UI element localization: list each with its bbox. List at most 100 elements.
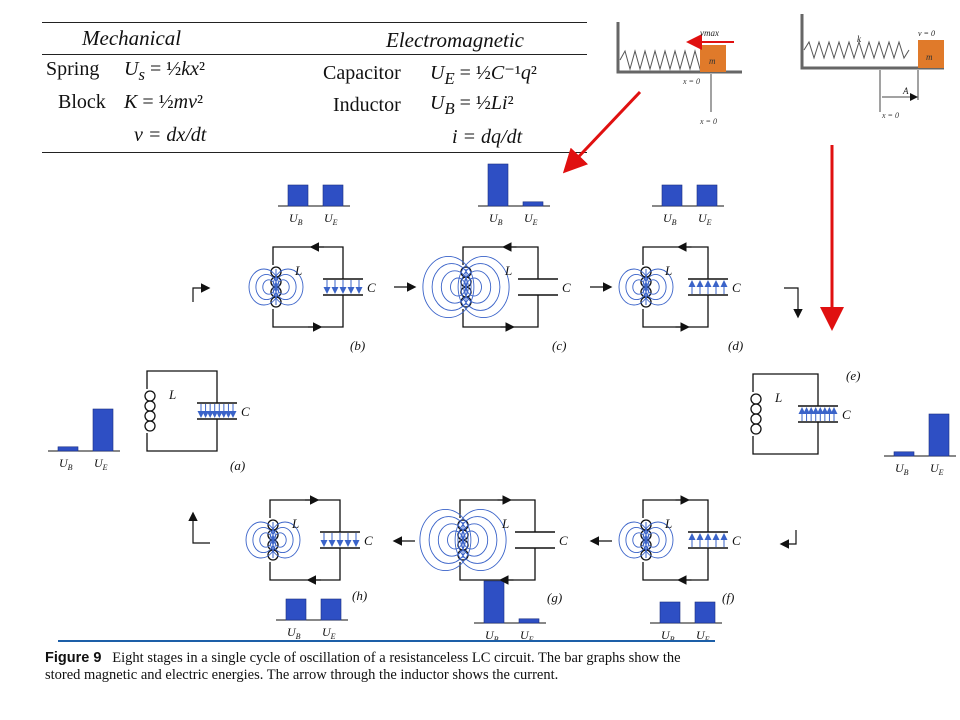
lc-circuits: LC(b)LC(c)LC(d)LC(a)LC(e)LC(h)LC(g)LC(f) bbox=[144, 242, 860, 605]
circuit-c: LC(c) bbox=[422, 242, 571, 353]
electromagnetic-header: Electromagnetic bbox=[386, 28, 525, 52]
bar-ue-g bbox=[518, 618, 540, 624]
red-arrow-left bbox=[562, 90, 642, 174]
inductor-coil-loop-a bbox=[144, 420, 156, 432]
bar-ub-f bbox=[659, 601, 681, 624]
caption-text: Eight stages in a single cycle of oscill… bbox=[45, 650, 681, 683]
circuit-a: LC(a) bbox=[144, 370, 250, 473]
bar-ue-label-h: UE bbox=[322, 625, 336, 641]
row-inductor-formula: UB = ½Li² bbox=[430, 92, 514, 118]
left-x0-label: x = 0 bbox=[682, 77, 700, 86]
amplitude-label: A bbox=[902, 86, 909, 96]
left-x0-label-bottom: x = 0 bbox=[699, 117, 717, 126]
stage-flow-arrows bbox=[188, 282, 803, 549]
row-block-name: Block bbox=[58, 91, 106, 113]
b-field-loop-left-f bbox=[618, 521, 650, 559]
bar-graph-a: UB UE bbox=[48, 408, 120, 472]
bar-ue-label-a: UE bbox=[94, 456, 108, 472]
b-field-loop-right-g bbox=[457, 516, 498, 564]
b-field-loop-left-c bbox=[440, 270, 469, 304]
inductor-label-h: L bbox=[291, 516, 299, 531]
b-field-loop-left-g bbox=[428, 516, 469, 564]
inductor-label-c: L bbox=[504, 263, 512, 278]
b-field-loop-right-h bbox=[271, 526, 294, 554]
bar-ue-c bbox=[522, 201, 544, 207]
circuit-h: LC(h) bbox=[245, 495, 373, 603]
inductor-label-b: L bbox=[294, 263, 302, 278]
inductor-coil-loop-e bbox=[750, 413, 762, 425]
stage-label-f: (f) bbox=[722, 590, 734, 605]
row-capacitor-formula: UE = ½C⁻¹q² bbox=[430, 62, 537, 88]
bar-ub-d bbox=[661, 184, 683, 207]
wire-top-g bbox=[459, 499, 536, 532]
bar-ue-b bbox=[322, 184, 344, 207]
b-field-loop-left-g bbox=[419, 508, 472, 572]
wire-top-e bbox=[752, 373, 819, 406]
inductor-label-a: L bbox=[168, 387, 176, 402]
circuit-g: LC(g) bbox=[419, 495, 568, 605]
bar-ub-e bbox=[893, 451, 915, 457]
inductor-coil-loop-e bbox=[750, 393, 762, 405]
inductor-coil-loop-a bbox=[144, 400, 156, 412]
b-field-loop-right-d bbox=[642, 268, 674, 306]
bar-ub-label-b: UB bbox=[289, 211, 303, 227]
stage-label-e: (e) bbox=[846, 368, 860, 383]
wire-bottom-a bbox=[146, 419, 218, 452]
row-spring-name: Spring bbox=[46, 58, 100, 80]
bar-graph-b: UB UE bbox=[278, 184, 350, 227]
circuit-d: LC(d) bbox=[618, 242, 743, 353]
stage-label-d: (d) bbox=[728, 338, 743, 353]
b-field-loop-left-f bbox=[625, 526, 648, 554]
row-capacitor-name: Capacitor bbox=[323, 62, 401, 84]
stage-label-b: (b) bbox=[350, 338, 365, 353]
capacitor-label-f: C bbox=[732, 533, 741, 548]
row-inductor-name: Inductor bbox=[333, 94, 401, 116]
wire-top-b bbox=[272, 246, 344, 279]
wire-top-d bbox=[642, 246, 709, 279]
row-block-formula: K = ½mv² bbox=[124, 91, 203, 113]
b-field-loop-left-b bbox=[255, 273, 278, 301]
circuit-e: L C (e) bbox=[750, 368, 860, 455]
inductor-coil-loop-a bbox=[144, 390, 156, 402]
left-mass-label: m bbox=[709, 56, 716, 66]
inductor-coil-loop-e bbox=[750, 423, 762, 435]
bar-ub-label-c: UB bbox=[489, 211, 503, 227]
bar-ub-label-a: UB bbox=[59, 456, 73, 472]
b-field-loop-right-g bbox=[460, 523, 489, 557]
stage-label-a: (a) bbox=[230, 458, 245, 473]
right-x0-label: x = 0 bbox=[881, 111, 899, 120]
bar-ub-c bbox=[487, 163, 509, 207]
b-field-loop-right-c bbox=[460, 263, 501, 311]
spring-diagram-left: m vmax x = 0 x = 0 bbox=[610, 16, 755, 130]
wire-bottom-h bbox=[269, 548, 341, 581]
inductor-label-e: L bbox=[774, 390, 782, 405]
capacitor-label-e: C bbox=[842, 407, 851, 422]
b-field-loop-right-b bbox=[272, 268, 304, 306]
b-field-loop-left-h bbox=[252, 526, 275, 554]
capacitor-label-c: C bbox=[562, 280, 571, 295]
b-field-loop-right-g bbox=[454, 508, 507, 572]
bar-ue-label-b: UE bbox=[324, 211, 338, 227]
bar-ue-e bbox=[928, 413, 950, 457]
wire-top-f bbox=[642, 499, 709, 532]
bar-ub-label-d: UB bbox=[663, 211, 677, 227]
b-field-loop-left-d bbox=[625, 273, 648, 301]
capacitor-label-d: C bbox=[732, 280, 741, 295]
bar-ue-h bbox=[320, 598, 342, 621]
table-top-rule bbox=[42, 22, 587, 23]
vmax-label: vmax bbox=[700, 28, 719, 38]
wire-bottom-f bbox=[642, 548, 709, 581]
k-label: k bbox=[857, 34, 862, 44]
b-field-loop-left-g bbox=[437, 523, 466, 557]
wire-bottom-e bbox=[752, 422, 819, 455]
stage-label-g: (g) bbox=[547, 590, 562, 605]
bar-ue-d bbox=[696, 184, 718, 207]
row-spring-formula: Us = ½kx² bbox=[124, 58, 205, 84]
circuit-b: LC(b) bbox=[248, 242, 376, 353]
inductor-coil-loop-a bbox=[144, 410, 156, 422]
b-field-loop-left-b bbox=[248, 268, 280, 306]
